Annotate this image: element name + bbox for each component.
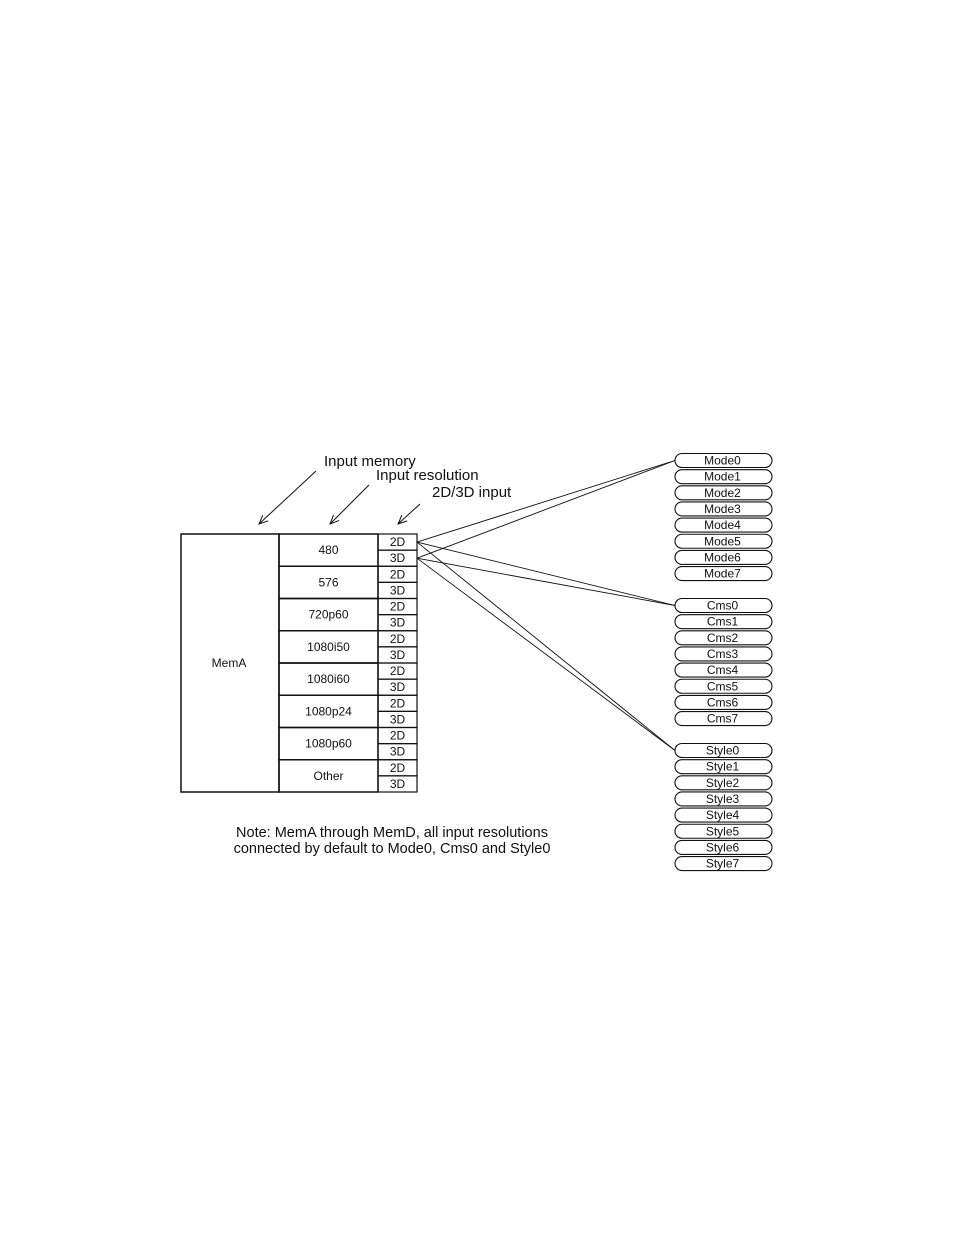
pill-cms2 bbox=[674, 630, 773, 646]
pill-label-style7: Style7 bbox=[706, 857, 740, 871]
pill-label-style0: Style0 bbox=[706, 744, 740, 758]
pill-label-style2: Style2 bbox=[706, 776, 740, 790]
pill-mode7 bbox=[674, 566, 773, 582]
pill-label-cms1: Cms1 bbox=[707, 615, 739, 629]
pill-mode1 bbox=[674, 469, 773, 485]
dim-label-1080i60-3d: 3D bbox=[390, 680, 406, 694]
connection-480-3d-to-style0 bbox=[416, 557, 676, 751]
style-list: Style0Style1Style2Style3Style4Style5Styl… bbox=[674, 742, 773, 872]
dim-label-1080p60-3d: 3D bbox=[390, 745, 406, 759]
pill-mode6 bbox=[674, 549, 773, 565]
dim-label-other-3d: 3D bbox=[390, 777, 406, 791]
caption-input-resolution: Input resolution bbox=[376, 467, 479, 484]
resolution-column: 480 576 720p60 1080i50 1080i60 1080p24 1080p60… bbox=[278, 533, 379, 793]
dimension-column: 2D 3D 2D 3D 2D 3D 2D 3D 2D 3D 2D 3D 2D 3D 2D 3D bbox=[377, 533, 418, 793]
dim-label-1080i60-2d: 2D bbox=[390, 664, 406, 678]
pill-mode0 bbox=[674, 452, 773, 469]
pill-style1 bbox=[674, 759, 773, 775]
pill-mode5 bbox=[674, 533, 773, 549]
connection-480-2d-to-mode0 bbox=[416, 460, 676, 543]
pill-label-style5: Style5 bbox=[706, 824, 740, 838]
dim-label-1080p24-3d: 3D bbox=[390, 712, 406, 726]
pill-style4 bbox=[674, 807, 773, 823]
dim-label-other-2d: 2D bbox=[390, 761, 406, 775]
connection-480-3d-to-cms0 bbox=[416, 557, 676, 606]
pill-label-mode0: Mode0 bbox=[704, 454, 741, 468]
pill-cms0 bbox=[674, 597, 773, 614]
resolution-label-1080p24: 1080p24 bbox=[305, 704, 352, 718]
pill-label-mode7: Mode7 bbox=[704, 567, 741, 581]
dim-label-720p60-2d: 2D bbox=[390, 600, 406, 614]
resolution-label-1080i50: 1080i50 bbox=[307, 640, 350, 654]
memory-label: MemA bbox=[212, 656, 247, 670]
dim-label-1080p24-2d: 2D bbox=[390, 696, 406, 710]
pill-cms4 bbox=[674, 662, 773, 678]
dim-label-1080i50-2d: 2D bbox=[390, 632, 406, 646]
pill-label-style6: Style6 bbox=[706, 840, 740, 854]
connection-480-3d-to-mode0 bbox=[416, 460, 676, 559]
arrow-input-resolution bbox=[330, 484, 370, 524]
pill-mode3 bbox=[674, 501, 773, 517]
pill-style6 bbox=[674, 839, 773, 855]
pill-label-style1: Style1 bbox=[706, 760, 740, 774]
pill-label-cms4: Cms4 bbox=[707, 663, 739, 677]
dim-label-720p60-3d: 3D bbox=[390, 616, 406, 630]
resolution-label-480: 480 bbox=[318, 543, 338, 557]
note-line-2: connected by default to Mode0, Cms0 and … bbox=[234, 841, 551, 857]
dim-label-1080i50-3d: 3D bbox=[390, 648, 406, 662]
resolution-label-576: 576 bbox=[318, 575, 338, 589]
pill-cms5 bbox=[674, 678, 773, 694]
connection-lines bbox=[416, 460, 676, 751]
pill-label-style3: Style3 bbox=[706, 792, 740, 806]
dim-label-480-3d: 3D bbox=[390, 551, 406, 565]
pill-cms3 bbox=[674, 646, 773, 662]
dim-label-480-2d: 2D bbox=[390, 535, 406, 549]
resolution-label-other: Other bbox=[313, 769, 343, 783]
arrow-2d3d-input bbox=[398, 503, 421, 524]
pill-style7 bbox=[674, 856, 773, 872]
caption-2d3d-input: 2D/3D input bbox=[432, 484, 512, 501]
connection-480-2d-to-cms0 bbox=[416, 541, 676, 606]
pill-style2 bbox=[674, 775, 773, 791]
pill-label-cms6: Cms6 bbox=[707, 695, 739, 709]
pill-label-mode6: Mode6 bbox=[704, 550, 741, 564]
pill-mode4 bbox=[674, 517, 773, 533]
dim-label-1080p60-2d: 2D bbox=[390, 729, 406, 743]
pill-label-cms7: Cms7 bbox=[707, 712, 739, 726]
resolution-label-1080i60: 1080i60 bbox=[307, 672, 350, 686]
connection-480-2d-to-style0 bbox=[416, 541, 676, 751]
pill-style0 bbox=[674, 742, 773, 759]
dim-label-576-3d: 3D bbox=[390, 583, 406, 597]
dim-label-576-2d: 2D bbox=[390, 567, 406, 581]
resolution-label-1080p60: 1080p60 bbox=[305, 737, 352, 751]
arrow-input-memory bbox=[259, 470, 317, 524]
caption-input-memory: Input memory bbox=[324, 453, 416, 470]
pill-cms1 bbox=[674, 614, 773, 630]
resolution-label-720p60: 720p60 bbox=[308, 608, 348, 622]
pill-style3 bbox=[674, 791, 773, 807]
note-line-1: Note: MemA through MemD, all input resol… bbox=[236, 825, 548, 841]
pill-label-mode2: Mode2 bbox=[704, 486, 741, 500]
pill-label-mode1: Mode1 bbox=[704, 470, 741, 484]
pill-label-cms3: Cms3 bbox=[707, 647, 739, 661]
pill-label-mode3: Mode3 bbox=[704, 502, 741, 516]
pill-label-mode5: Mode5 bbox=[704, 534, 741, 548]
pill-label-mode4: Mode4 bbox=[704, 518, 741, 532]
pill-label-cms2: Cms2 bbox=[707, 631, 739, 645]
pill-style5 bbox=[674, 823, 773, 839]
dim-cell-other-3d bbox=[377, 775, 418, 793]
pill-cms7 bbox=[674, 711, 773, 727]
pill-label-cms0: Cms0 bbox=[707, 599, 739, 613]
pill-mode2 bbox=[674, 485, 773, 501]
pill-label-style4: Style4 bbox=[706, 808, 740, 822]
pill-label-cms5: Cms5 bbox=[707, 679, 739, 693]
pill-cms6 bbox=[674, 694, 773, 710]
